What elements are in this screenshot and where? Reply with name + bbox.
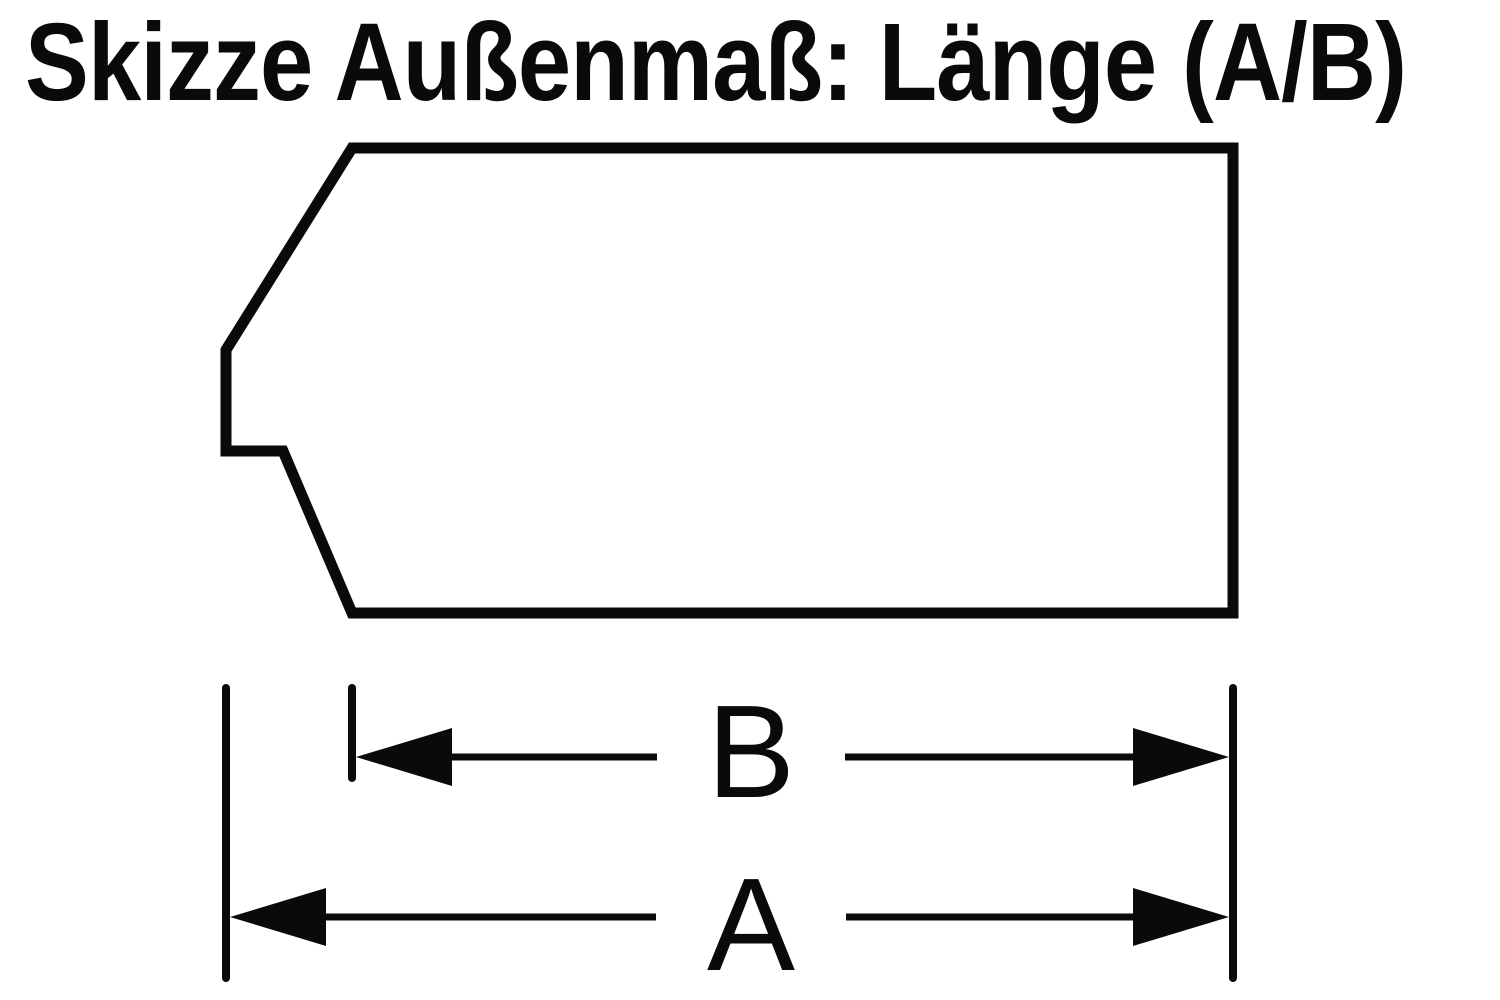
dimension-b-arrow-right-icon bbox=[1133, 728, 1229, 786]
drawing-arrowheads bbox=[230, 728, 1229, 946]
dimension-b-arrow-left-icon bbox=[356, 728, 452, 786]
dimension-label-b: B bbox=[706, 678, 796, 825]
dimension-label-a: A bbox=[706, 851, 796, 998]
sketch-title: Skizze Außenmaß: Länge (A/B) bbox=[25, 1, 1407, 124]
bin-profile-outline bbox=[220, 142, 1239, 619]
drawing-linework bbox=[220, 142, 1239, 982]
dimension-a-arrow-right-icon bbox=[1133, 888, 1229, 946]
dimension-a-arrow-left-icon bbox=[230, 888, 326, 946]
